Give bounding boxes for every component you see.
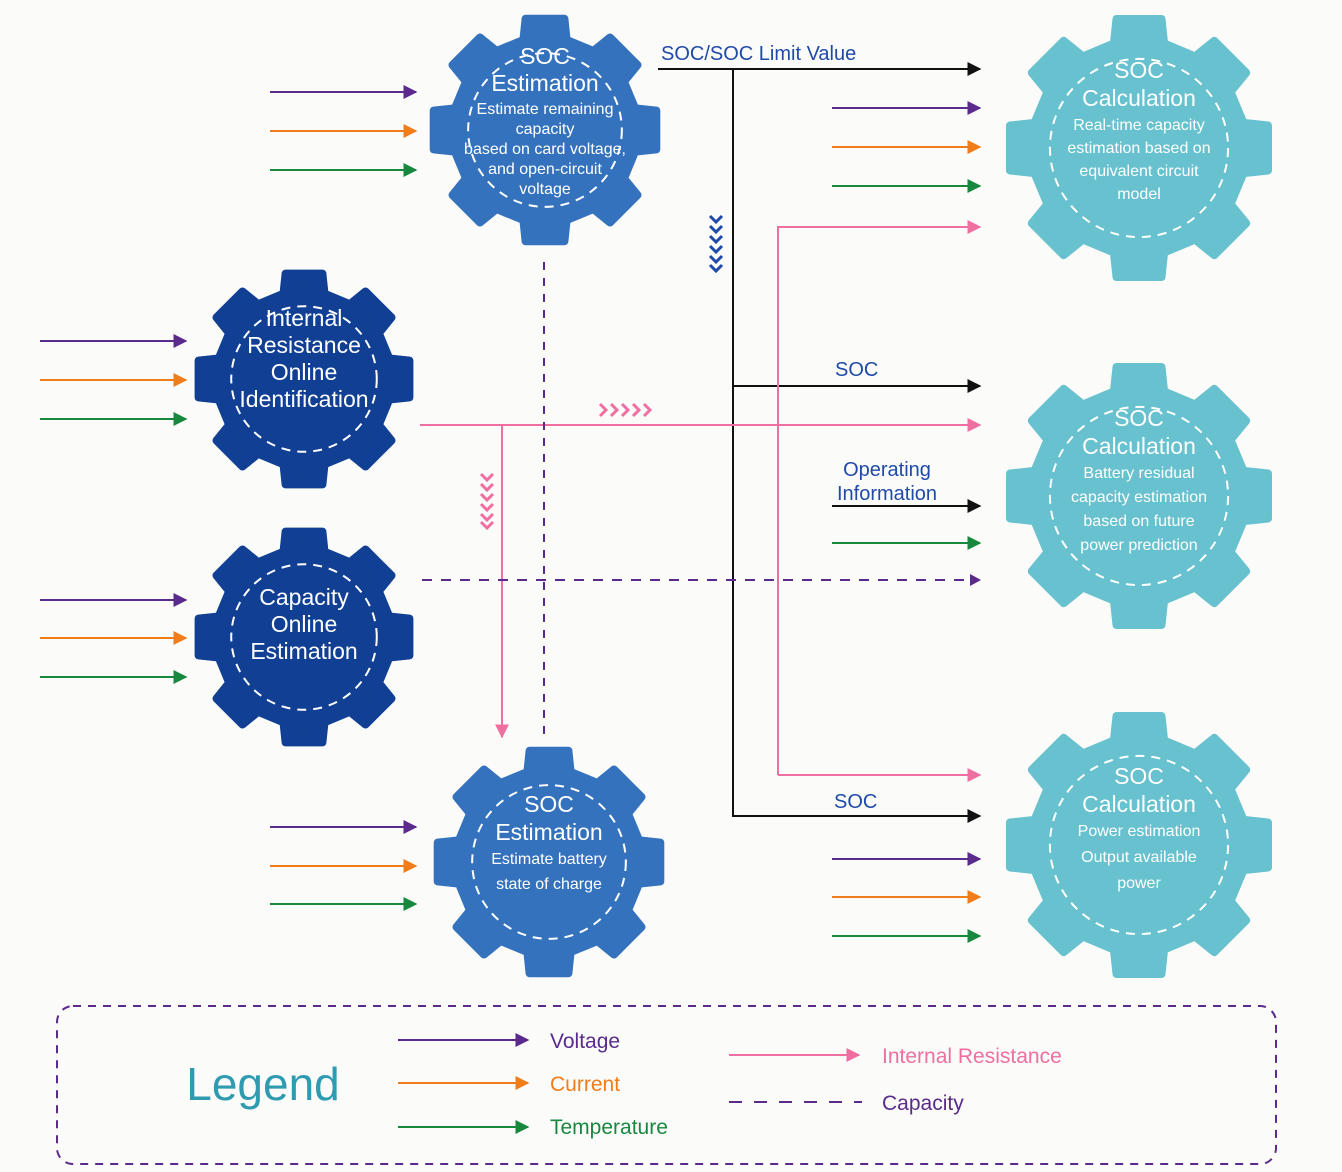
gear-title-line: Identification bbox=[239, 386, 368, 412]
gear-description-line: Estimate battery bbox=[491, 851, 607, 868]
operating-info-label-1: Operating bbox=[843, 459, 931, 481]
connectors bbox=[40, 62, 982, 943]
gear-dashed-ring bbox=[230, 305, 378, 453]
capacity-arrowhead bbox=[970, 574, 981, 586]
legend-current-label: Current bbox=[550, 1073, 620, 1096]
gear-title-line: SOC bbox=[520, 43, 570, 69]
gear-title-line: Capacity bbox=[259, 584, 349, 610]
gear-title-line: Estimation bbox=[250, 638, 357, 664]
gear-icon bbox=[1006, 15, 1272, 281]
legend-capacity-label: Capacity bbox=[882, 1092, 964, 1115]
gear-description-line: Power estimation bbox=[1078, 823, 1201, 840]
soc-mid-label: SOC bbox=[835, 359, 878, 381]
legend-voltage-label: Voltage bbox=[550, 1030, 620, 1053]
gear-title-line: Internal bbox=[266, 305, 343, 331]
gear-dashed-ring bbox=[1048, 57, 1230, 239]
gear-title-line: SOC bbox=[1114, 405, 1164, 431]
gear-description-line: capacity bbox=[516, 121, 575, 138]
legend-border bbox=[56, 1005, 1277, 1165]
soc-bottom-label: SOC bbox=[834, 791, 877, 813]
gear-description-line: Battery residual bbox=[1083, 465, 1194, 482]
gear-title-line: Estimation bbox=[491, 70, 598, 96]
gear-description-line: estimation based on bbox=[1067, 140, 1210, 157]
gear-icon bbox=[1006, 363, 1272, 629]
legend-internal-resistance-label: Internal Resistance bbox=[882, 1045, 1062, 1068]
gear-description-line: Output available bbox=[1081, 849, 1197, 866]
chevron-right-icon bbox=[598, 402, 653, 418]
gear-description-line: Real-time capacity bbox=[1073, 117, 1205, 134]
gear-title-line: Calculation bbox=[1082, 85, 1196, 111]
internal-resistance-branch-top bbox=[777, 220, 982, 775]
gear-description-line: and open-circuit bbox=[488, 161, 602, 178]
gear-dashed-ring bbox=[1048, 405, 1230, 587]
gear-icon bbox=[429, 14, 661, 246]
gear-description-line: state of charge bbox=[496, 876, 602, 893]
gear-description-line: model bbox=[1117, 186, 1161, 203]
gear-icon bbox=[194, 527, 414, 747]
soc-limit-label: SOC/SOC Limit Value bbox=[661, 43, 856, 65]
gear-title-line: Estimation bbox=[495, 819, 602, 845]
gear-description-line: power prediction bbox=[1080, 537, 1197, 554]
legend-title: Legend bbox=[186, 1058, 340, 1110]
gear-title-line: SOC bbox=[1114, 57, 1164, 83]
legend-temperature-label: Temperature bbox=[550, 1116, 668, 1139]
gear-description-line: based on card voltage, bbox=[464, 141, 626, 158]
gear-title-line: SOC bbox=[1114, 763, 1164, 789]
chevron-down-icon bbox=[479, 472, 495, 531]
gear-dashed-ring bbox=[230, 563, 378, 711]
gear-icon bbox=[1006, 712, 1272, 978]
gear-description-line: capacity estimation bbox=[1071, 489, 1207, 506]
gear-title-line: Calculation bbox=[1082, 791, 1196, 817]
soc-trunk-line bbox=[732, 69, 982, 823]
gear-dashed-ring bbox=[1048, 754, 1230, 936]
gear-title-line: SOC bbox=[524, 791, 574, 817]
gear-icon bbox=[194, 269, 414, 489]
gear-dashed-ring bbox=[467, 52, 623, 208]
gear-title-line: Online bbox=[271, 611, 337, 637]
gear-description-line: based on future bbox=[1083, 513, 1194, 530]
gear-description-line: voltage bbox=[519, 181, 571, 198]
legend: Legend Voltage Current Temperature Inter… bbox=[56, 1005, 1277, 1165]
gear-description-line: Estimate remaining bbox=[477, 101, 614, 118]
gear-icon bbox=[433, 746, 665, 978]
gear-title-line: Calculation bbox=[1082, 433, 1196, 459]
gear-description-line: power bbox=[1117, 875, 1161, 892]
chevron-down-icon bbox=[708, 214, 724, 274]
gear-description-line: equivalent circuit bbox=[1079, 163, 1199, 180]
gear-dashed-ring bbox=[471, 784, 627, 940]
gear-title-line: Online bbox=[271, 359, 337, 385]
gear-title-line: Resistance bbox=[247, 332, 361, 358]
operating-info-label-2: Information bbox=[837, 483, 937, 505]
